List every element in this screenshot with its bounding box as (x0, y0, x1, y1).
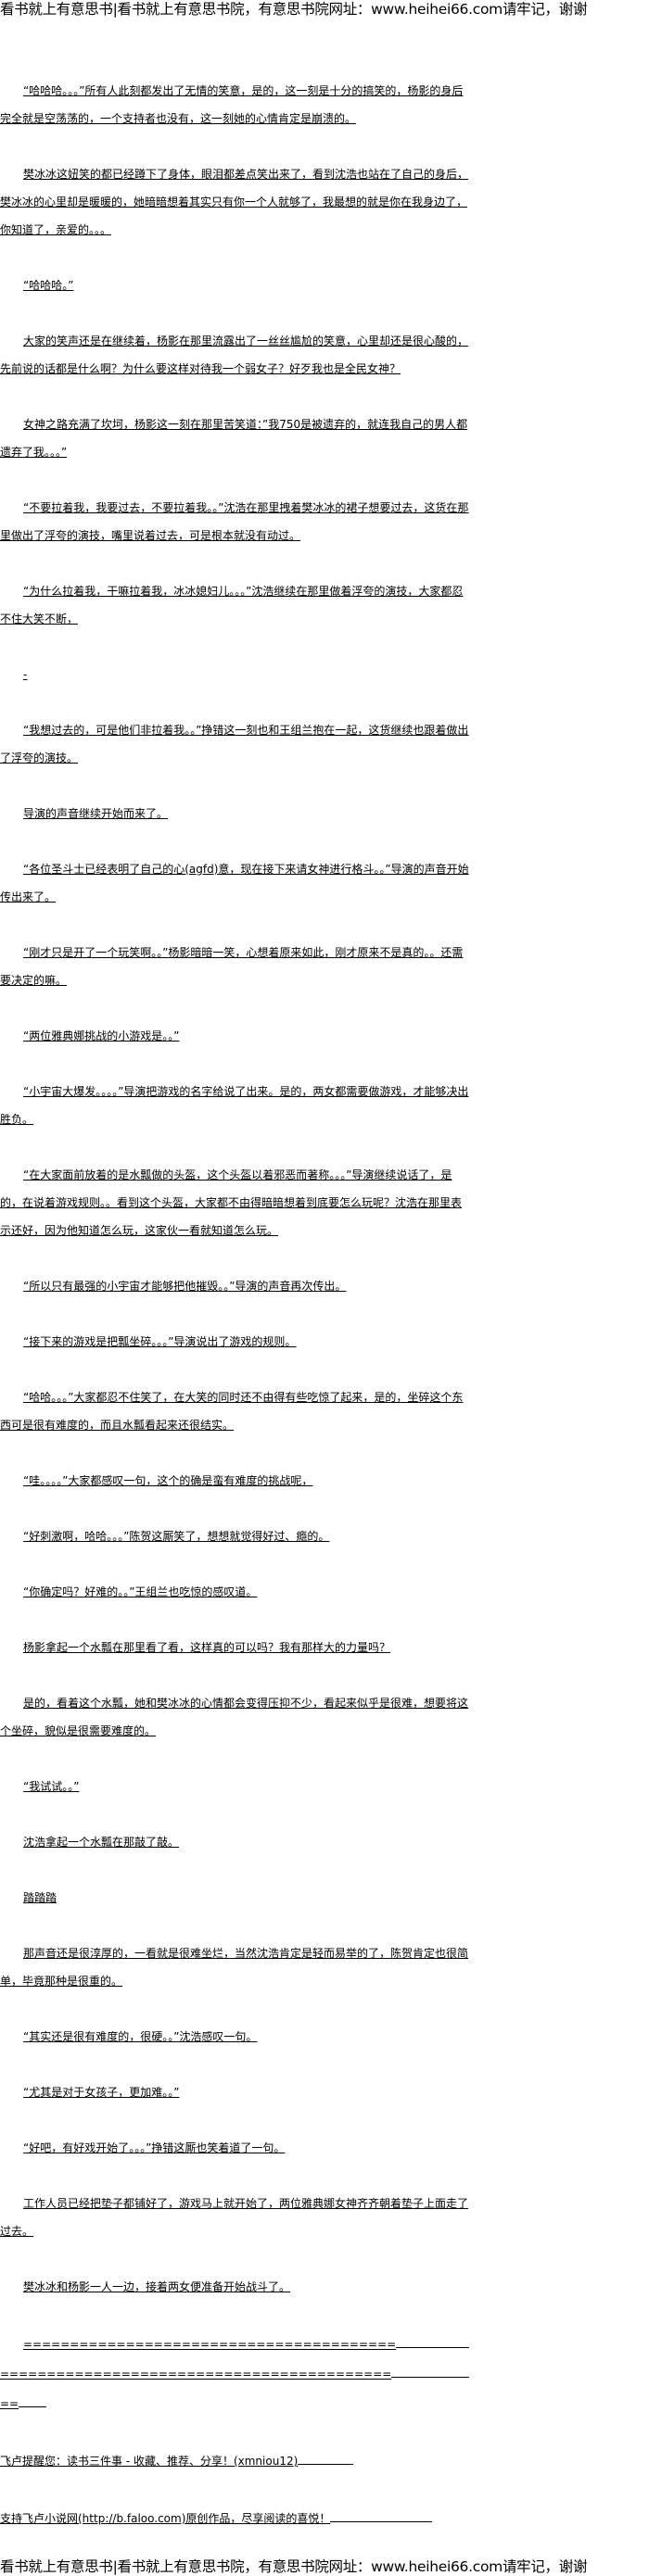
story-paragraph: - (23, 668, 28, 681)
story-paragraph: 踏踏踏 (23, 1891, 57, 1904)
story-paragraph: “刚才只是开了一个玩笑啊。。”杨影暗暗一笑，心想着原来如此，刚才原来不是真的。。… (0, 946, 464, 987)
story-paragraph: “不要拉着我，我要过去，不要拉着我。。”沈浩在那里拽着樊冰冰的裙子想要过去，这货… (0, 501, 469, 542)
story-paragraph: “我试试。。” (23, 1780, 80, 1793)
story-paragraph: “我想过去的，可是他们非拉着我。。”挣错这一刻也和王组兰抱在一起，这货继续也跟着… (0, 724, 469, 764)
story-paragraph: “其实还是很有难度的，很硬。。”沈浩感叹一句。 (23, 2030, 258, 2043)
story-paragraph: 女神之路充满了坎坷，杨影这一刻在那里苦笑道：”我750是被遗弃的，就连我自己的男… (0, 418, 468, 459)
site-banner-bottom: 看书就上有意思书|看书就上有意思书院，有意思书院网址：www.heihei66.… (0, 2558, 588, 2575)
story-paragraph: “好吧，有好戏开始了。。。”挣错这厮也笑着道了一句。 (23, 2141, 286, 2154)
story-paragraph: “哈哈哈。。。”所有人此刻都发出了无情的笑意，是的，这一刻是十分的搞笑的，杨影的… (0, 84, 464, 125)
story-paragraph: “好刺激啊，哈哈。。。”陈贺这厮笑了，想想就觉得好过、瘾的。 (23, 1530, 330, 1543)
story-paragraph: “哈哈哈。” (23, 279, 74, 292)
story-paragraph: “所以只有最强的小宇宙才能够把他摧毁。。”导演的声音再次传出。 (23, 1280, 347, 1293)
separator-text: ========================================… (0, 2368, 392, 2380)
story-paragraph: 杨影拿起一个水瓢在那里看了看，这样真的可以吗？我有那样大的力量吗？ (23, 1641, 391, 1654)
paragraph-list: “哈哈哈。。。”所有人此刻都发出了无情的笑意，是的，这一刻是十分的搞笑的，杨影的… (0, 77, 469, 2301)
story-paragraph: “尤其是对于女孩子，更加难。。” (23, 2086, 180, 2099)
story-paragraph: “小宇宙大爆发。。。。”导演把游戏的名字给说了出来。是的，两女都需要做游戏，才能… (0, 1085, 469, 1126)
separator-line: == (0, 2388, 469, 2418)
separator-text: ======================================== (23, 2338, 397, 2351)
story-paragraph: “哇。。。。”大家都感叹一句，这个的确是蛮有难度的挑战呢， (23, 1474, 313, 1487)
story-paragraph: “在大家面前放着的是水瓢做的头盔，这个头盔以着邪恶而著称。。。”导演继续说话了，… (0, 1168, 463, 1237)
chapter-body: “哈哈哈。。。”所有人此刻都发出了无情的笑意，是的，这一刻是十分的搞笑的，杨影的… (0, 77, 469, 2560)
story-paragraph: 导演的声音继续开始而来了。 (23, 807, 169, 820)
story-paragraph: 沈浩拿起一个水瓢在那敲了敲。 (23, 1836, 180, 1849)
story-paragraph: 樊冰冰这妞笑的都已经蹲下了身体，眼泪都差点笑出来了，看到沈浩也站在了自己的身后，… (0, 168, 469, 236)
separator-line: ======================================== (0, 2329, 469, 2358)
story-paragraph: 大家的笑声还是在继续着，杨影在那里流露出了一丝丝尴尬的笑意，心里却还是很心酸的，… (0, 335, 469, 375)
story-paragraph: 那声音还是很淳厚的，一看就是很难坐烂，当然沈浩肯定是轻而易举的了，陈贺肯定也很简… (0, 1947, 469, 1988)
separator-text: == (0, 2397, 19, 2410)
story-paragraph: “两位雅典娜挑战的小游戏是。。” (23, 1029, 180, 1042)
story-paragraph: “哈哈。。。”大家都忍不住笑了，在大笑的同时还不由得有些吃惊了起来，是的，坐碎这… (0, 1391, 464, 1432)
story-paragraph: 是的，看着这个水瓢，她和樊冰冰的心情都会变得压抑不少，看起来似乎是很难，想要将这… (0, 1697, 469, 1737)
story-paragraph: “接下来的游戏是把瓢坐碎。。。”导演说出了游戏的规则。 (23, 1335, 297, 1348)
separator-line: ========================================… (0, 2358, 469, 2388)
support-text: 支持飞卢小说网(http://b.faloo.com)原创作品，尽享阅读的喜悦！ (0, 2512, 331, 2525)
faloo-reminder: 飞卢提醒您：读书三件事 - 收藏、推荐、分享！(xmniou12) (0, 2445, 469, 2475)
story-paragraph: 工作人员已经把垫子都铺好了，游戏马上就开始了，两位雅典娜女神齐齐朝着垫子上面走了… (0, 2197, 469, 2238)
story-paragraph: “为什么拉着我，干嘛拉着我，冰冰媳妇儿。。。”沈浩继续在那里做着浮夸的演技，大家… (0, 585, 464, 625)
faloo-support-link[interactable]: 支持飞卢小说网(http://b.faloo.com)原创作品，尽享阅读的喜悦！ (0, 2503, 469, 2532)
story-paragraph: “各位圣斗士已经表明了自己的心(agfd)意，现在接下来请女神进行格斗。。”导演… (0, 863, 469, 903)
reminder-text: 飞卢提醒您：读书三件事 - 收藏、推荐、分享！(xmniou12) (0, 2455, 299, 2468)
story-paragraph: 樊冰冰和杨影一人一边，接着两女便准备开始战斗了。 (23, 2280, 291, 2293)
story-paragraph: “你确定吗？好难的。。”王组兰也吃惊的感叹道。 (23, 1585, 258, 1598)
site-banner-top: 看书就上有意思书|看书就上有意思书院，有意思书院网址：www.heihei66.… (0, 1, 588, 18)
